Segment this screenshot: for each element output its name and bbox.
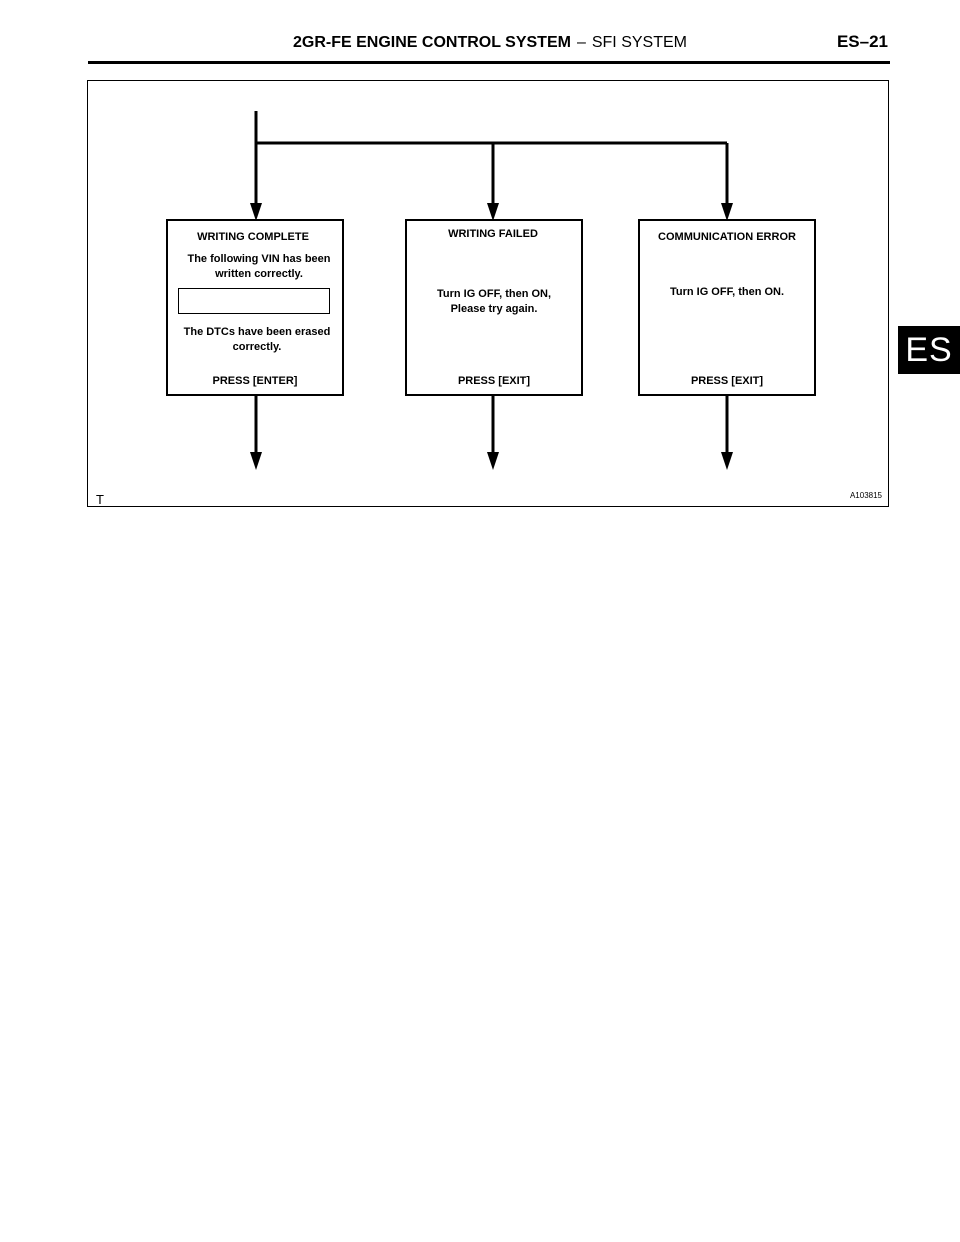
page-header: 2GR-FE ENGINE CONTROL SYSTEM–SFI SYSTEM … — [88, 30, 890, 60]
flow-connectors — [250, 111, 733, 470]
section-title: 2GR-FE ENGINE CONTROL SYSTEM–SFI SYSTEM — [293, 34, 687, 52]
box-text: written correctly. — [215, 268, 303, 280]
arrow-into-box-1 — [250, 203, 262, 221]
vin-display-field — [178, 288, 330, 314]
title-normal: SFI SYSTEM — [591, 34, 687, 51]
title-separator: – — [576, 34, 586, 51]
arrow-into-box-3 — [721, 203, 733, 221]
title-bold: 2GR-FE ENGINE CONTROL SYSTEM — [293, 34, 571, 51]
arrow-out-box-1 — [250, 452, 262, 470]
page-number: ES–21 — [836, 32, 888, 51]
box-title: COMMUNICATION ERROR — [658, 231, 796, 243]
box-text: The following VIN has been — [187, 253, 331, 265]
section-tab: ES — [898, 326, 960, 374]
arrow-into-box-2 — [487, 203, 499, 221]
box-text: The DTCs have been erased — [183, 326, 331, 338]
arrow-out-box-3 — [721, 452, 733, 470]
writing-complete-box: WRITING COMPLETE The following VIN has b… — [166, 219, 344, 396]
box-text: Turn IG OFF, then ON. — [669, 286, 785, 298]
box-footer: PRESS [EXIT] — [690, 375, 764, 387]
box-text: Please try again. — [450, 303, 538, 315]
box-text: correctly. — [232, 341, 282, 353]
box-text: Turn IG OFF, then ON, — [436, 288, 552, 300]
figure-corner-letter: T — [96, 492, 104, 507]
box-footer: PRESS [ENTER] — [212, 375, 298, 387]
box-footer: PRESS [EXIT] — [457, 375, 531, 387]
header-rule — [88, 61, 890, 64]
figure-id: A103815 — [849, 491, 882, 500]
box-title: WRITING COMPLETE — [197, 231, 309, 243]
writing-failed-box: WRITING FAILED Turn IG OFF, then ON, Ple… — [405, 219, 583, 396]
box-title: WRITING FAILED — [448, 228, 538, 240]
communication-error-box: COMMUNICATION ERROR Turn IG OFF, then ON… — [638, 219, 816, 396]
flow-diagram: WRITING COMPLETE The following VIN has b… — [87, 80, 889, 507]
arrow-out-box-2 — [487, 452, 499, 470]
